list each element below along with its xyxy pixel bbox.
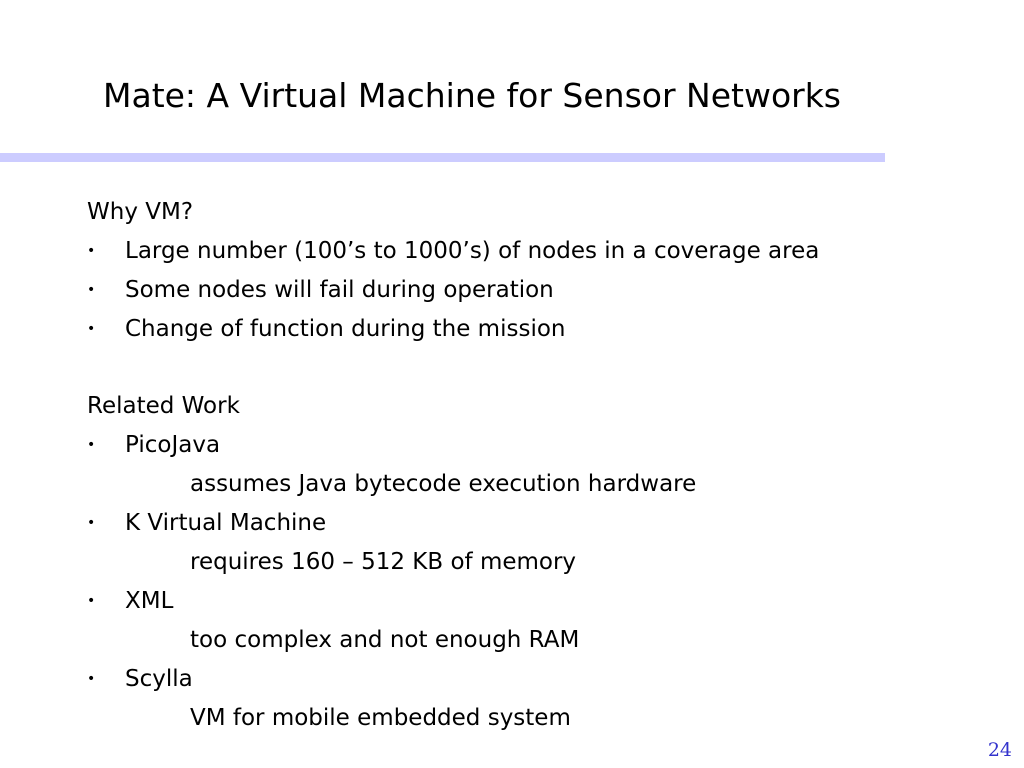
slide-title: Mate: A Virtual Machine for Sensor Netwo… <box>103 76 842 115</box>
section-heading-why-vm: Why VM? <box>87 199 194 225</box>
bullet-item: Large number (100’s to 1000’s) of nodes … <box>125 238 820 264</box>
bullet-icon: • <box>87 243 96 259</box>
bullet-item: Some nodes will fail during operation <box>125 277 554 303</box>
related-work-detail: assumes Java bytecode execution hardware <box>190 471 697 497</box>
bullet-icon: • <box>87 282 96 298</box>
section-heading-related-work: Related Work <box>87 393 240 419</box>
bullet-icon: • <box>87 321 96 337</box>
related-work-item-xml: XML <box>125 588 174 614</box>
bullet-icon: • <box>87 515 96 531</box>
related-work-detail: VM for mobile embedded system <box>190 705 571 731</box>
bullet-item: Change of function during the mission <box>125 316 566 342</box>
related-work-item-kvm: K Virtual Machine <box>125 510 327 536</box>
related-work-item-picojava: PicoJava <box>125 432 221 458</box>
page-number: 24 <box>987 739 1012 761</box>
bullet-icon: • <box>87 437 96 453</box>
bullet-icon: • <box>87 593 96 609</box>
bullet-icon: • <box>87 671 96 687</box>
title-divider <box>0 153 885 162</box>
related-work-detail: too complex and not enough RAM <box>190 627 580 653</box>
related-work-item-scylla: Scylla <box>125 666 193 692</box>
related-work-detail: requires 160 – 512 KB of memory <box>190 549 577 575</box>
